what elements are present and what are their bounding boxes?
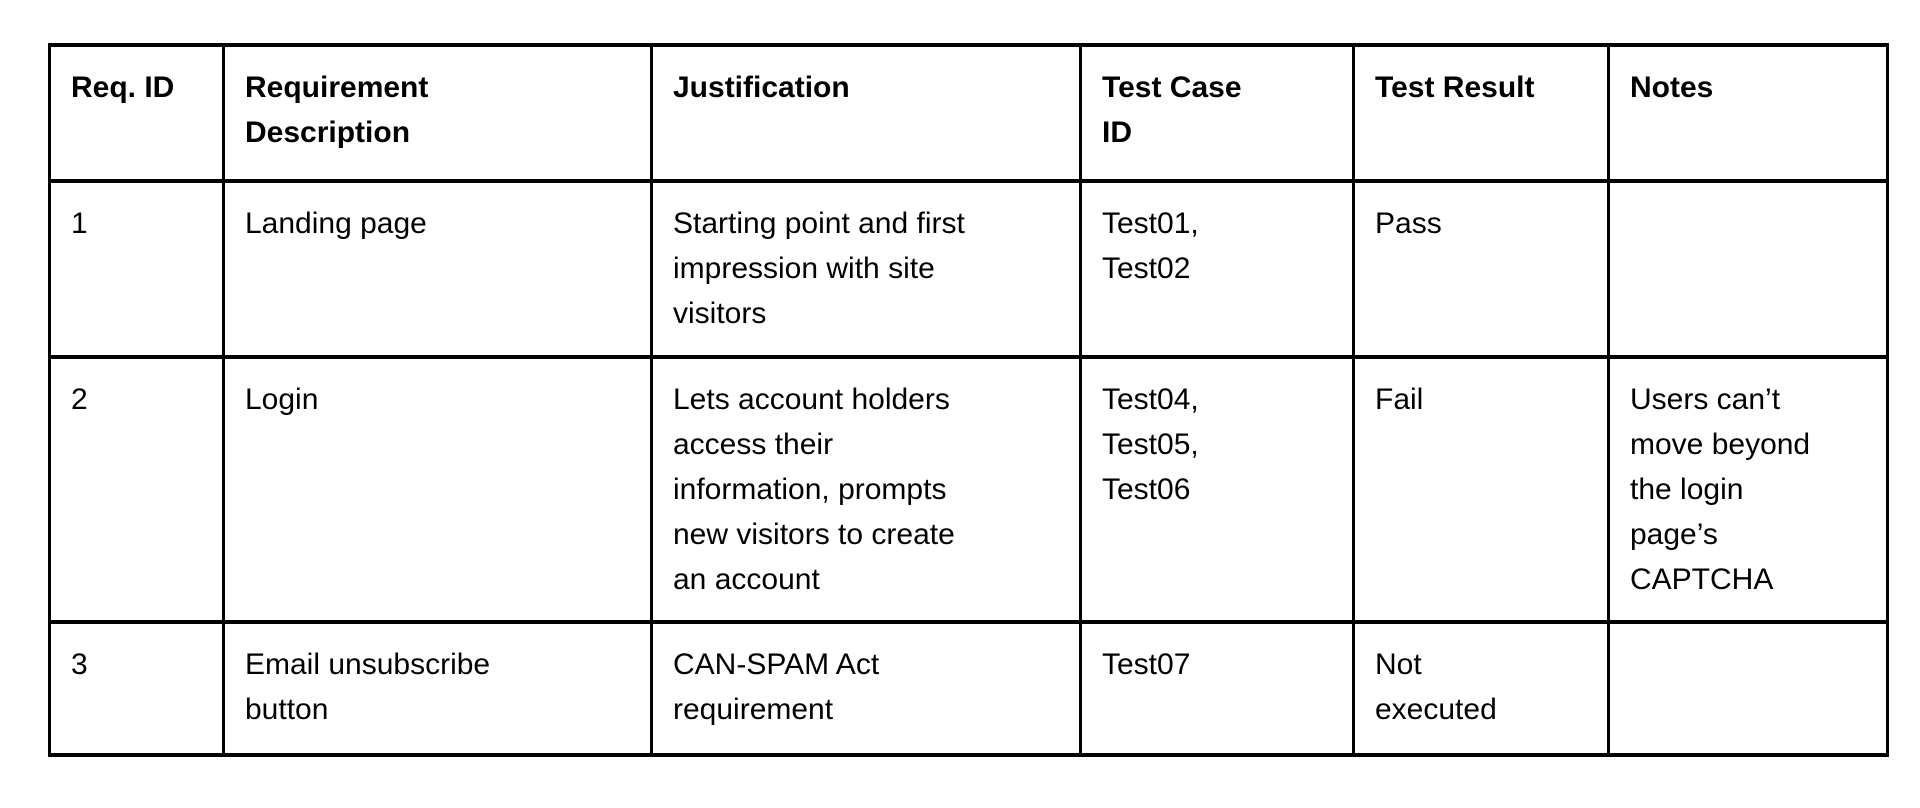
header-cell-test-case-id: Test Case ID (1079, 43, 1355, 183)
cell-requirement-description: Landing page (222, 179, 653, 359)
cell-test-result: Pass (1352, 179, 1610, 359)
cell-test-case-id: Test04, Test05, Test06 (1079, 355, 1355, 624)
cell-notes (1607, 620, 1889, 757)
table-row: 3 Email unsubscribe button CAN-SPAM Act … (48, 620, 1889, 757)
cell-notes: Users can’t move beyond the login page’s… (1607, 355, 1889, 624)
cell-req-id: 2 (48, 355, 225, 624)
cell-justification: Lets account holders access their inform… (650, 355, 1082, 624)
header-cell-req-id: Req. ID (48, 43, 225, 183)
cell-test-case-id: Test01, Test02 (1079, 179, 1355, 359)
cell-requirement-description: Email unsubscribe button (222, 620, 653, 757)
table-row: 1 Landing page Starting point and first … (48, 179, 1889, 359)
header-cell-justification: Justification (650, 43, 1082, 183)
cell-req-id: 3 (48, 620, 225, 757)
cell-test-result: Fail (1352, 355, 1610, 624)
cell-justification: CAN-SPAM Act requirement (650, 620, 1082, 757)
cell-req-id: 1 (48, 179, 225, 359)
cell-requirement-description: Login (222, 355, 653, 624)
cell-notes (1607, 179, 1889, 359)
header-cell-requirement-description: Requirement Description (222, 43, 653, 183)
cell-justification: Starting point and first impression with… (650, 179, 1082, 359)
header-cell-notes: Notes (1607, 43, 1889, 183)
header-cell-test-result: Test Result (1352, 43, 1610, 183)
cell-test-case-id: Test07 (1079, 620, 1355, 757)
table-row: 2 Login Lets account holders access thei… (48, 355, 1889, 624)
table-header-row: Req. ID Requirement Description Justific… (48, 43, 1889, 183)
cell-test-result: Not executed (1352, 620, 1610, 757)
requirements-table: Req. ID Requirement Description Justific… (48, 43, 1889, 757)
